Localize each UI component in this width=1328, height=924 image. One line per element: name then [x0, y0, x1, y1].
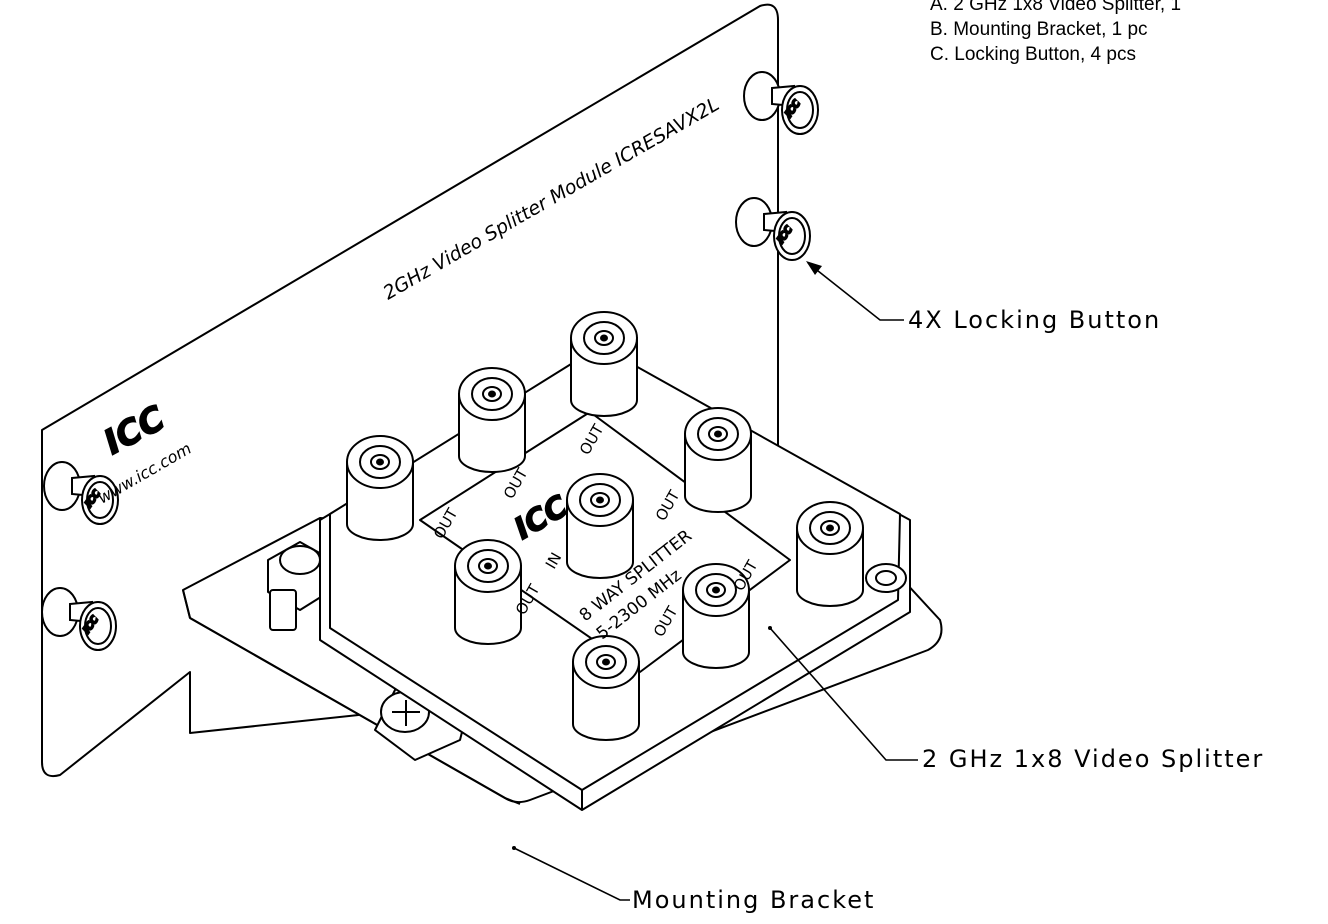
- splitter-input-label: IN: [542, 549, 565, 572]
- locking-button-group: ICC ICC ICC ICC: [41, 71, 819, 651]
- parts-list-item: A. 2 GHz 1x8 Video Splitter, 1: [930, 0, 1182, 15]
- parts-list-item: B. Mounting Bracket, 1 pc: [930, 19, 1148, 40]
- leader-mounting-bracket: [513, 847, 630, 901]
- f-connector: [796, 501, 864, 607]
- f-connector: [682, 563, 750, 669]
- callout-mounting-bracket: Mounting Bracket: [632, 886, 876, 914]
- locking-button: ICC: [743, 71, 819, 135]
- f-connector: [346, 435, 414, 541]
- connector-group: [346, 311, 864, 741]
- leader-dot-bracket: [512, 846, 516, 850]
- leader-locking-button: [807, 262, 904, 321]
- locking-button: ICC: [735, 197, 811, 261]
- leader-arrowhead: [806, 261, 822, 275]
- f-connector: [458, 367, 526, 473]
- leader-video-splitter: [769, 627, 918, 761]
- locking-button: ICC: [43, 461, 119, 525]
- f-connector: [570, 311, 638, 417]
- parts-list-item: C. Locking Button, 4 pcs: [930, 44, 1136, 65]
- callout-video-splitter: 2 GHz 1x8 Video Splitter: [922, 745, 1265, 773]
- leader-dot-splitter: [768, 626, 772, 630]
- callout-locking-button: 4X Locking Button: [908, 306, 1162, 334]
- f-connector: [566, 473, 634, 579]
- locking-button: ICC: [41, 587, 117, 651]
- f-connector: [454, 539, 522, 645]
- f-connector: [684, 407, 752, 513]
- f-connector: [572, 635, 640, 741]
- parts-list: A. 2 GHz 1x8 Video Splitter, 1 B. Mounti…: [930, 0, 1181, 67]
